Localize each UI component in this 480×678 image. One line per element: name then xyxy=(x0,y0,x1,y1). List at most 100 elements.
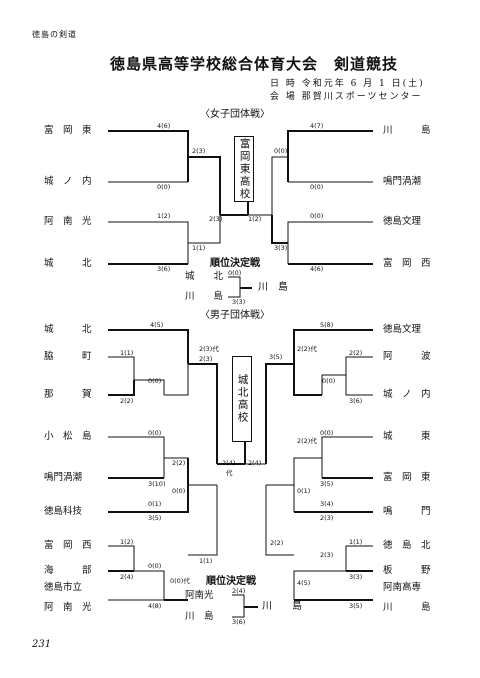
men-right-team: 城 ノ 内 xyxy=(383,389,431,400)
men-third-team: 阿南光 xyxy=(185,590,214,601)
date-line: 日 時 令和元年 6 月 1 日(土) xyxy=(270,79,425,89)
men-right-team: 鳴 門 xyxy=(383,506,431,517)
men-left-team: 徳島市立 xyxy=(44,582,83,593)
men-right-team: 城 東 xyxy=(383,431,431,442)
score: 3(5) xyxy=(349,602,363,610)
score: 3(5) xyxy=(320,480,334,488)
score: 2(3) xyxy=(199,355,213,363)
score: 0(1) xyxy=(148,500,162,508)
men-left-team: 徳島科技 xyxy=(44,506,83,517)
score: 0(0)代 xyxy=(170,577,190,585)
score: 2(2)代 xyxy=(297,345,317,353)
score: 1(1) xyxy=(120,349,134,357)
women-champion-box: 富岡東高校 xyxy=(234,136,254,202)
score: 4(7) xyxy=(310,122,324,130)
score: 3(6) xyxy=(232,618,246,626)
women-left-team: 城 北 xyxy=(44,258,92,269)
women-left-team: 阿 南 光 xyxy=(44,216,92,227)
score: 3(3) xyxy=(232,298,246,306)
score: 0(0) xyxy=(310,212,324,220)
men-left-team: 阿 南 光 xyxy=(44,602,92,613)
women-left-team: 富 岡 東 xyxy=(44,125,92,136)
women-section-label: 〈女子団体戦〉 xyxy=(200,109,270,120)
page-number: 231 xyxy=(32,639,52,650)
score: 1(2) xyxy=(120,538,134,546)
venue-line: 会 場 那賀川スポーツセンター xyxy=(270,92,423,102)
score: 0(0) xyxy=(157,183,171,191)
score: 0(0) xyxy=(172,487,186,495)
women-third-team: 川 島 xyxy=(185,291,224,302)
score: 0(0) xyxy=(148,429,162,437)
score: 2(3) xyxy=(320,551,334,559)
score: 2(4) xyxy=(222,459,236,467)
women-third-winner: 川 島 xyxy=(258,282,288,293)
men-right-team: 阿 波 xyxy=(383,351,431,362)
men-right-team: 徳島文理 xyxy=(383,324,422,335)
men-third-team: 川 島 xyxy=(185,611,214,622)
score: 2(3) xyxy=(209,215,223,223)
running-head: 徳島の剣道 xyxy=(32,30,77,39)
men-right-team: 富 岡 東 xyxy=(383,472,431,483)
men-left-team: 海 部 xyxy=(44,565,92,576)
score: 3(5) xyxy=(269,353,283,361)
score: 3(6) xyxy=(157,265,171,273)
men-right-team: 板 野 xyxy=(383,565,431,576)
score: 0(0) xyxy=(274,147,288,155)
score: 2(4) xyxy=(120,573,134,581)
score: 0(0) xyxy=(148,377,162,385)
score: 3(3) xyxy=(274,244,288,252)
men-left-team: 鳴門渦潮 xyxy=(44,472,83,483)
men-third-place-label: 順位決定戦 xyxy=(206,576,256,587)
men-right-team: 川 島 xyxy=(383,602,431,613)
men-left-team: 小 松 島 xyxy=(44,431,92,442)
score: 4(8) xyxy=(148,602,162,610)
score: 2(2) xyxy=(120,397,134,405)
score: 4(6) xyxy=(310,265,324,273)
score: 2(3)代 xyxy=(199,345,219,353)
score: 4(6) xyxy=(157,122,171,130)
score: 3(5) xyxy=(148,514,162,522)
women-right-team: 川 島 xyxy=(383,125,431,136)
score: 3(4) xyxy=(320,500,334,508)
men-third-winner: 川 島 xyxy=(262,601,302,612)
score: 2(2) xyxy=(172,459,186,467)
score: 1(2) xyxy=(157,212,171,220)
men-right-team: 阿南高専 xyxy=(383,582,422,593)
women-third-team: 城 北 xyxy=(185,271,224,282)
men-left-team: 城 北 xyxy=(44,324,92,335)
score: 4(5) xyxy=(150,321,164,329)
women-right-team: 徳島文理 xyxy=(383,216,422,227)
women-right-team: 鳴門渦潮 xyxy=(383,176,422,187)
score: 0(0) xyxy=(322,377,336,385)
men-left-team: 脇 町 xyxy=(44,351,92,362)
score: 1(2) xyxy=(248,215,262,223)
men-champion-box: 城北高校 xyxy=(232,356,252,442)
men-left-team: 富 岡 西 xyxy=(44,540,92,551)
page-title: 徳島県高等学校総合体育大会 剣道競技 xyxy=(110,55,399,73)
score: 0(0) xyxy=(148,562,162,570)
score: 2(2) xyxy=(270,539,284,547)
score: 3(10) xyxy=(148,480,166,488)
score: 4(5) xyxy=(297,579,311,587)
women-right-team: 富 岡 西 xyxy=(383,258,431,269)
men-right-team: 徳 島 北 xyxy=(383,540,431,551)
score: 2(2) xyxy=(349,349,363,357)
score: 2(4) xyxy=(248,459,262,467)
women-left-team: 城 ノ 内 xyxy=(44,176,92,187)
score: 代 xyxy=(226,469,233,477)
score: 0(0) xyxy=(228,269,242,277)
score: 3(6) xyxy=(349,397,363,405)
women-third-place-label: 順位決定戦 xyxy=(210,258,260,269)
score: 0(1) xyxy=(297,487,311,495)
score: 2(4) xyxy=(232,587,246,595)
score: 2(3) xyxy=(192,147,206,155)
score: 1(1) xyxy=(192,244,206,252)
score: 2(2)代 xyxy=(297,437,317,445)
score: 1(1) xyxy=(349,538,363,546)
score: 2(3) xyxy=(320,514,334,522)
score: 3(3) xyxy=(349,573,363,581)
score: 1(1) xyxy=(199,557,213,565)
score: 0(0) xyxy=(310,183,324,191)
score: 0(0) xyxy=(320,429,334,437)
